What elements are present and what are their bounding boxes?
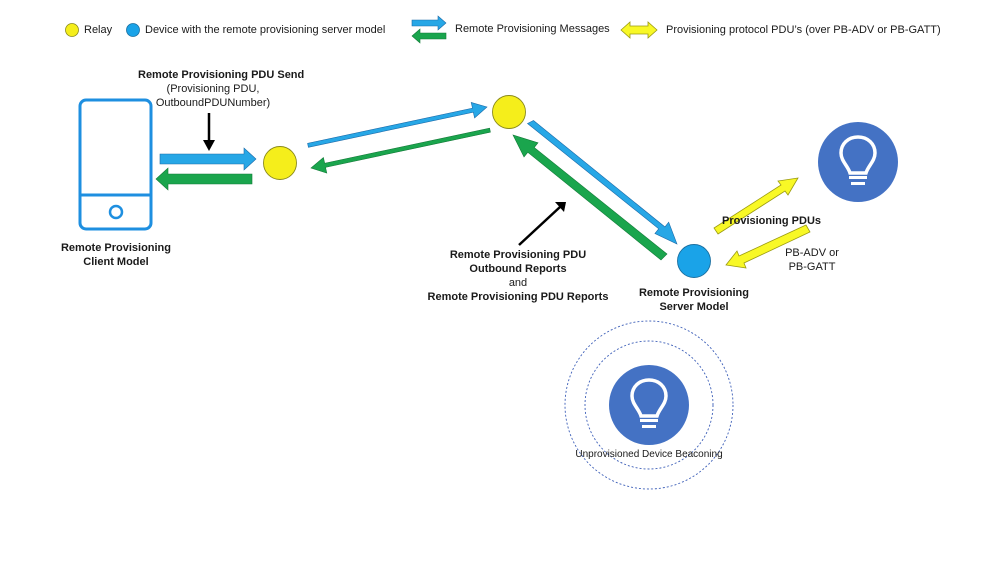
send-annotation-title: Remote Provisioning PDU Send [138, 69, 305, 81]
provisioned-device-icon [818, 122, 898, 202]
device-to-server-yellow-arrow [725, 224, 811, 269]
relay-to-client-green-arrow [155, 167, 253, 191]
relay2-to-server-blue-arrow [526, 120, 678, 245]
legend-green-arrow [411, 28, 447, 44]
legend-relay-dot [65, 23, 79, 37]
send-annotation-line3: OutboundPDUNumber) [155, 97, 271, 109]
legend-messages-label: Remote Provisioning Messages [455, 23, 610, 35]
legend-pdus-label: Provisioning protocol PDU’s (over PB-ADV… [666, 24, 941, 36]
relay-1 [263, 146, 297, 180]
bearer-label: PB-ADV or PB-GATT [772, 246, 852, 274]
reports-annotation-line2: Outbound Reports [469, 263, 567, 275]
server-to-relay2-green-arrow [512, 134, 668, 261]
relay1-to-relay2-blue-arrow [307, 101, 488, 148]
server-to-device-yellow-arrow [713, 177, 799, 235]
server-label-line2: Server Model [659, 301, 729, 313]
legend-relay-label: Relay [84, 24, 113, 36]
relay-2 [492, 95, 526, 129]
beaconing-label: Unprovisioned Device Beaconing [575, 449, 723, 460]
server-dot [677, 244, 711, 278]
reports-pointer-arrow [518, 202, 566, 246]
bearer-label-line2: PB-GATT [788, 261, 836, 273]
send-annotation: Remote Provisioning PDU Send (Provisioni… [138, 68, 305, 110]
client-label-line1: Remote Provisioning [60, 242, 172, 254]
bearer-label-line1: PB-ADV or [785, 247, 839, 259]
reports-annotation-line3: and [508, 277, 528, 289]
legend-device-label: Device with the remote provisioning serv… [145, 24, 386, 36]
unprovisioned-device-icon [609, 365, 689, 445]
legend-device-dot [126, 23, 140, 37]
reports-annotation-line1: Remote Provisioning PDU [449, 249, 587, 261]
beacon-inner-ring [584, 340, 714, 470]
send-pointer-arrow [203, 113, 215, 151]
beacon-outer-ring [564, 320, 734, 490]
reports-annotation: Remote Provisioning PDU Outbound Reports… [418, 248, 618, 304]
send-annotation-line2: (Provisioning PDU, [166, 83, 260, 95]
server-model-label: Remote Provisioning Server Model [624, 286, 764, 314]
provisioning-pdus-label: Provisioning PDUs [722, 215, 822, 227]
client-label-line2: Client Model [83, 256, 149, 268]
client-to-relay-blue-arrow [159, 147, 257, 171]
server-label-line1: Remote Provisioning [638, 287, 750, 299]
client-model-label: Remote Provisioning Client Model [52, 241, 180, 269]
legend-blue-arrow [411, 15, 447, 31]
relay2-to-relay1-green-arrow [310, 127, 491, 174]
legend-yellow-arrow [620, 21, 658, 39]
reports-annotation-line4: Remote Provisioning PDU Reports [427, 291, 609, 303]
phone-icon [78, 98, 153, 231]
